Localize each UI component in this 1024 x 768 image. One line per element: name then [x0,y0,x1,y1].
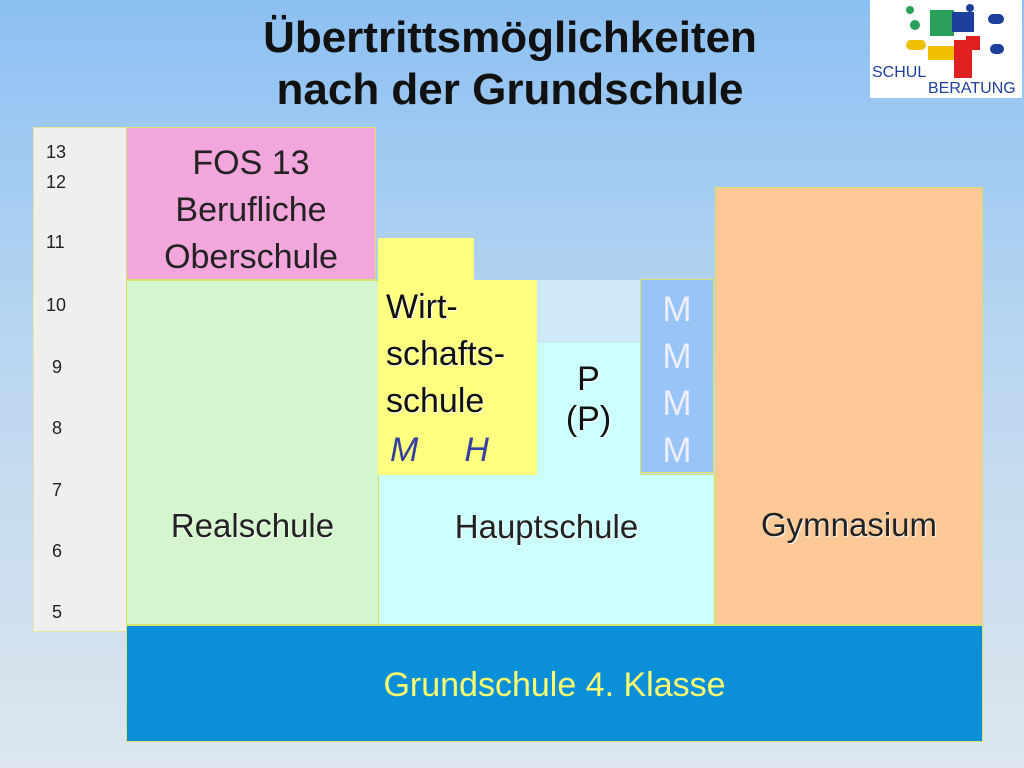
grade-column: 13 12 11 10 9 8 7 6 5 [33,127,127,632]
fos-line-1: FOS 13 [192,144,310,182]
grundschule-label: Grundschule 4. Klasse [383,666,726,704]
wirtschaftsschule-text: Wirt- schafts- schule [386,284,505,425]
puzzle-logo-icon [906,4,1004,78]
grade-9: 9 [52,357,63,377]
fos-line-3: Oberschule [164,238,338,276]
grade-13: 13 [46,142,67,162]
page-title: Übertrittsmöglichkeiten nach der Grundsc… [160,12,860,116]
grundschule-box: Grundschule 4. Klasse [126,625,983,742]
logo-text-beratung: BERATUNG [928,80,1016,97]
logo-text-schul: SCHUL [872,64,927,81]
grade-7: 7 [52,480,63,500]
gymnasium-box: Gymnasium [715,187,983,625]
m-label-4: M [662,431,692,470]
entry-h-label: H [464,431,489,469]
grade-11: 11 [46,232,65,252]
gymnasium-label: Gymnasium [760,506,938,543]
p-label: P [577,360,600,398]
hauptschule-box: Hauptschule [378,474,715,625]
p-paren-label: (P) [565,400,612,438]
title-line-1: Übertrittsmöglichkeiten [263,13,757,62]
realschule-label: Realschule [170,507,335,544]
fos-line-2: Berufliche [175,191,327,229]
m-column-text: M M M M [641,286,713,474]
grade-6: 6 [52,541,63,561]
m-label-1: M [662,290,692,329]
realschule-box: Realschule [126,280,379,625]
title-line-2: nach der Grundschule [276,65,744,114]
wirtschaftsschule-line-1: Wirt- [386,288,458,326]
wirtschaftsschule-top-box [378,238,474,280]
m-label-2: M [662,337,692,376]
grade-5: 5 [52,602,63,622]
fos-box: FOS 13 Berufliche Oberschule [126,127,376,280]
fos-text: FOS 13 Berufliche Oberschule [127,140,375,281]
wirtschaftsschule-line-3: schule [386,382,485,420]
p-box-text: P (P) [537,359,640,439]
hauptschule-label: Hauptschule [454,508,639,545]
grade-12: 12 [46,172,67,192]
schulberatung-logo: SCHUL BERATUNG [870,0,1022,98]
grade-10: 10 [46,295,67,315]
entry-m-label: M [390,431,419,469]
p-upper-box [537,280,640,344]
m-label-3: M [662,384,692,423]
p-box: P (P) [537,343,640,475]
m-column-box: M M M M [640,279,714,473]
wirtschaftsschule-line-2: schafts- [386,335,506,373]
grade-8: 8 [52,418,63,438]
